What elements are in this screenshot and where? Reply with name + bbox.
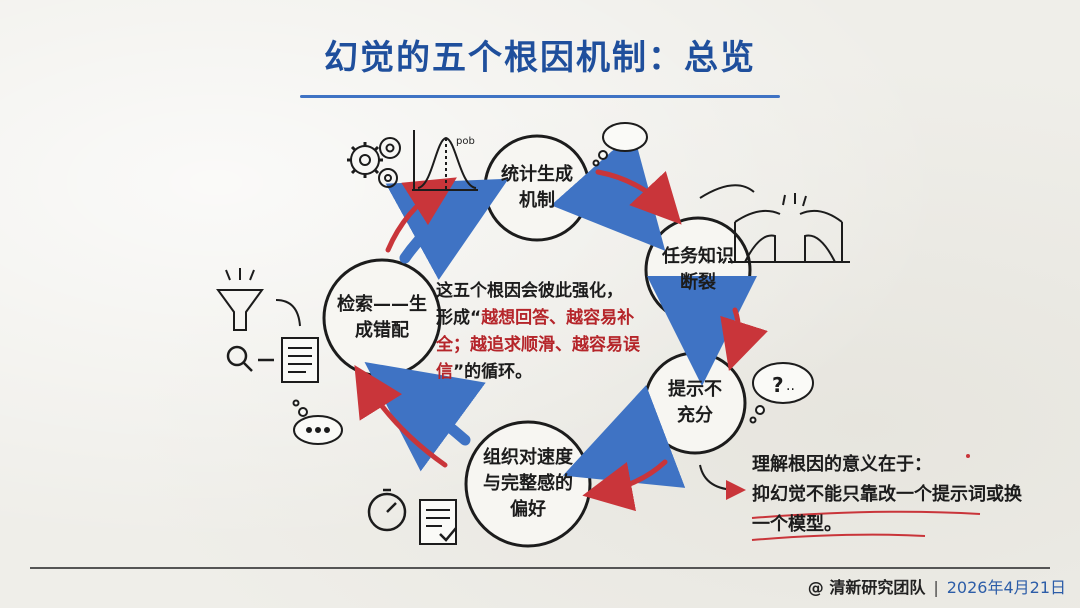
arrow-red-1 (595, 169, 682, 225)
takeaway-note: 理解根因的意义在于： 抑幻觉不能只靠改一个提示词或换一个模型。 (752, 450, 1022, 540)
note-underline-2 (751, 533, 926, 541)
red-dot (966, 454, 970, 458)
distribution-chart-icon (412, 130, 478, 191)
center-suffix: ”的循环。 (453, 362, 533, 382)
stopwatch-icon (367, 488, 407, 532)
thought-bubble-top (592, 122, 648, 167)
center-explanation: 这五个根因会彼此强化， 形成“越想回答、越容易补全；越追求顺滑、越容易误信”的循环… (436, 278, 668, 386)
footer-divider (30, 567, 1050, 569)
footer-date: 2026年4月21日 (946, 578, 1066, 597)
funnel-icon (216, 268, 264, 331)
node-retrieval: 检索——生成错配 (337, 294, 427, 341)
chart-label: pob (456, 136, 475, 147)
note-line1: 理解根因的意义在于： (752, 454, 932, 475)
thought-bubble-question (749, 362, 814, 424)
node-prompt: 提示不充分 (668, 379, 722, 426)
center-highlight: 越想回答、越容易补全；越追求顺滑、越容易误信 (436, 308, 640, 382)
arrow-blue-1 (551, 132, 666, 251)
arrow-blue-4 (364, 361, 486, 472)
node-knowledge: 任务知识断裂 (662, 246, 734, 293)
question-dots-glyph: .. (786, 378, 795, 394)
node-statistical: 统计生成机制 (501, 164, 573, 211)
note-line2: 抑幻觉不能只靠改一个提示词或换一个模型。 (752, 484, 1022, 535)
document-icon (275, 299, 319, 383)
arrow-blue-5 (385, 178, 509, 281)
arrow-blue-3 (562, 385, 686, 488)
node-preference: 组织对速度与完整感的偏好 (483, 447, 573, 520)
arrow-red-4 (354, 365, 448, 468)
gears-icon (347, 137, 401, 188)
title-underline (300, 95, 780, 98)
footer-separator: | (933, 578, 939, 597)
note-underline (751, 510, 981, 519)
checklist-icon (419, 499, 457, 545)
thought-bubble-left (292, 399, 343, 445)
center-prefix: 形成“ (436, 308, 482, 328)
magnifier-icon (226, 345, 274, 372)
arrow-red-5 (385, 177, 457, 253)
question-mark-glyph: ? (772, 373, 784, 397)
footer: @ 清新研究团队 | 2026年4月21日 (808, 574, 1066, 598)
page-title: 幻觉的五个根因机制：总览 (324, 38, 756, 78)
note-arrow (699, 464, 746, 500)
arrow-blue-2 (646, 275, 757, 386)
arrow-red-3 (582, 459, 668, 512)
arrow-red-2 (720, 307, 768, 372)
center-line1: 这五个根因会彼此强化， (436, 281, 623, 301)
footer-team: @ 清新研究团队 (807, 578, 926, 597)
broken-bridge-icon (699, 184, 850, 263)
